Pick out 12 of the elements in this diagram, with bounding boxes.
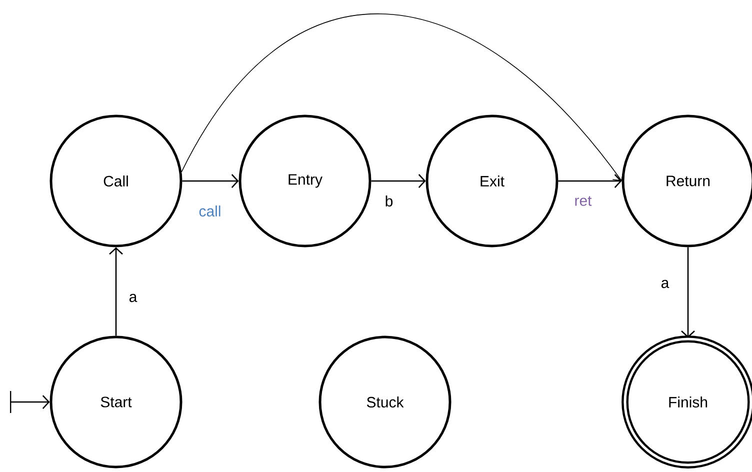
edge-label: call <box>198 204 222 218</box>
arrow <box>371 174 426 188</box>
arrow <box>10 391 50 413</box>
edge-label: a <box>660 278 670 290</box>
arrow <box>181 14 624 181</box>
edge-label: b <box>384 194 394 208</box>
arrow <box>182 174 239 188</box>
edge-label: a <box>128 292 138 304</box>
arrow <box>109 247 123 336</box>
edge-label: ret <box>573 195 593 207</box>
arrow <box>681 247 695 338</box>
arrow <box>558 174 622 188</box>
